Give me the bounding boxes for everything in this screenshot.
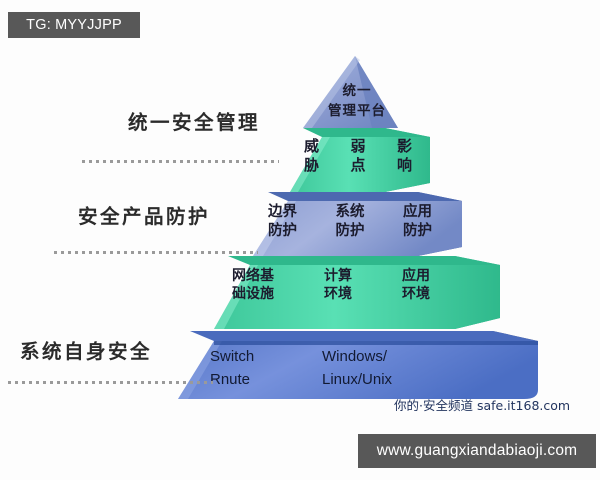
tier5-cell-1-line-2: Rnute (210, 371, 251, 389)
pyramid-tier-5-labels: Switch Rnute Windows/ Linux/Unix (210, 345, 442, 392)
pyramid-apex-label: 统一 管理平台 (312, 79, 402, 119)
tier3-cell-1: 边界 防护 (268, 203, 297, 240)
tier5-cell-2-line-2: Linux/Unix (322, 371, 393, 389)
side-label-system-self-security: 系统自身安全 (20, 340, 153, 363)
apex-line-2: 管理平台 (328, 103, 386, 119)
side-label-leader-2 (54, 251, 258, 254)
tier3-cell-1-line-2: 防护 (268, 222, 297, 239)
pyramid-tier-3-labels: 边界 防护 系统 防护 应用 防护 (268, 203, 432, 240)
site-url-badge: www.guangxiandabiaoji.com (358, 434, 596, 468)
tier4-cell-1: 网络基 础设施 (232, 268, 274, 304)
tier3-cell-3: 应用 防护 (403, 203, 432, 240)
pyramid-tier-2-labels: 威 胁 弱 点 影 响 (304, 137, 412, 175)
tier4-cell-3-line-1: 应用 (402, 268, 430, 284)
tier4-cell-1-line-1: 网络基 (232, 268, 274, 284)
side-label-leader-3 (8, 381, 213, 384)
side-label-security-product-protection: 安全产品防护 (78, 205, 211, 228)
source-watermark: 你的·安全频道 safe.it168.com (394, 398, 571, 413)
tier3-cell-3-line-1: 应用 (403, 204, 432, 220)
tier4-cell-2: 计算 环境 (324, 268, 352, 304)
tier2-cell-3-line-2: 响 (396, 156, 412, 175)
tier2-cell-2: 弱 点 (350, 137, 365, 175)
tier5-cell-1-line-1: Switch (210, 348, 255, 365)
pyramid-tier-4-labels: 网络基 础设施 计算 环境 应用 环境 (232, 268, 430, 304)
tier5-cell-2: Windows/ Linux/Unix (322, 345, 442, 392)
tier4-cell-2-line-1: 计算 (324, 268, 352, 284)
tier2-cell-3: 影 响 (397, 137, 412, 175)
tier4-cell-3: 应用 环境 (402, 268, 430, 304)
tier3-cell-2-line-2: 防护 (335, 222, 365, 239)
tier4-cell-2-line-2: 环境 (324, 285, 352, 302)
tier3-cell-2: 系统 防护 (336, 203, 365, 240)
tier3-cell-1-line-1: 边界 (268, 204, 297, 220)
tier3-cell-2-line-1: 系统 (335, 204, 365, 220)
apex-line-1: 统一 (342, 83, 372, 99)
tier2-cell-2-line-2: 点 (350, 156, 366, 175)
tier5-cell-1: Switch Rnute (210, 345, 322, 392)
tg-handle-badge: TG: MYYJJPP (8, 12, 140, 38)
tier2-cell-1: 威 胁 (304, 137, 319, 175)
tier4-cell-1-line-2: 础设施 (232, 285, 274, 302)
tier3-cell-3-line-2: 防护 (403, 222, 432, 239)
side-label-leader-1 (82, 160, 279, 163)
side-label-unified-security-management: 统一安全管理 (128, 111, 261, 134)
tier4-cell-3-line-2: 环境 (402, 285, 430, 302)
tier2-cell-1-line-2: 胁 (304, 156, 320, 175)
tier2-cell-3-line-1: 影 (396, 137, 412, 155)
tier2-cell-1-line-1: 威 (304, 137, 320, 155)
tier5-cell-2-line-1: Windows/ (322, 348, 388, 365)
tier2-cell-2-line-1: 弱 (350, 137, 366, 155)
